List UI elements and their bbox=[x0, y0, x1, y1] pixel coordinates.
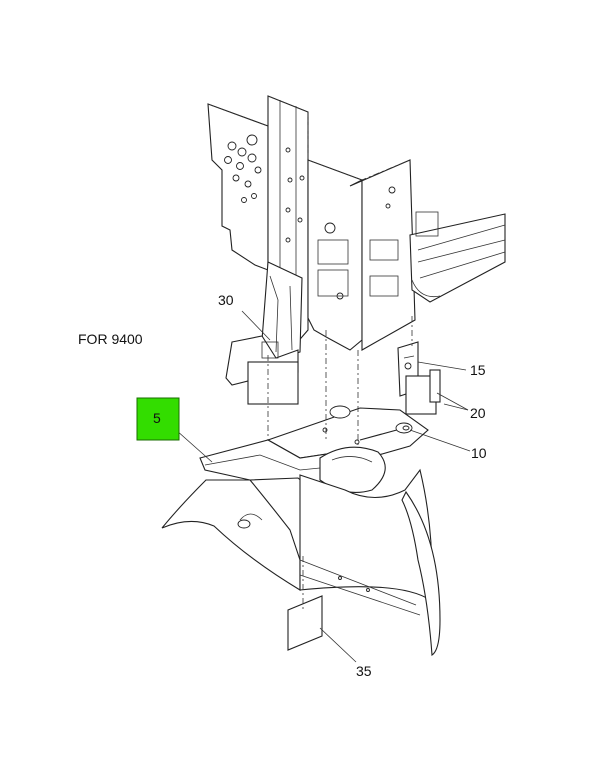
part-5-floor-cover bbox=[161, 405, 441, 656]
callout-20-label[interactable]: 20 bbox=[470, 405, 486, 421]
frame-rail bbox=[409, 211, 506, 303]
center-lines bbox=[267, 316, 413, 610]
callout-15-label[interactable]: 15 bbox=[470, 362, 486, 378]
leader-lines bbox=[175, 310, 471, 663]
callout-5-label: 5 bbox=[153, 410, 161, 426]
model-note: FOR 9400 bbox=[78, 331, 143, 347]
part-35-pad bbox=[287, 595, 323, 651]
part-20-blocks bbox=[405, 369, 441, 415]
callout-35-label[interactable]: 35 bbox=[356, 663, 372, 679]
callout-30-label[interactable]: 30 bbox=[218, 292, 234, 308]
right-frame-bracket bbox=[307, 159, 416, 351]
part-10-rod bbox=[359, 422, 413, 441]
filler-block bbox=[247, 361, 299, 405]
callout-10-label[interactable]: 10 bbox=[471, 445, 487, 461]
callout-5-highlight[interactable]: 5 bbox=[136, 397, 180, 441]
left-bracket-panel bbox=[207, 103, 269, 271]
